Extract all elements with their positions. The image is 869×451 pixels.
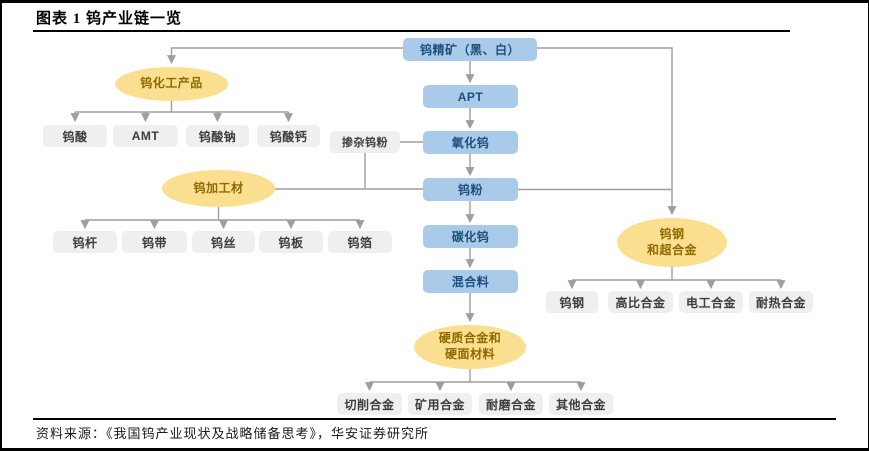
node-other-alloy: 其他合金 <box>549 393 613 415</box>
node-wear-resistant-alloy: 耐磨合金 <box>479 393 543 415</box>
node-high-density-alloy: 高比合金 <box>608 291 673 313</box>
node-tungsten-powder: 钨粉 <box>423 178 518 201</box>
node-cutting-alloy: 切削合金 <box>337 393 402 415</box>
group-tungsten-steel-superalloy: 钨钢 和超合金 <box>617 218 727 267</box>
node-tungsten-wire: 钨丝 <box>192 231 255 253</box>
figure-title: 图表 1 钨产业链一览 <box>36 11 183 27</box>
title-underline <box>33 30 790 32</box>
group-label-line1: 硬质合金和 <box>438 331 502 346</box>
node-tungsten-foil: 钨箔 <box>328 231 392 253</box>
group-tungsten-processed-materials: 钨加工材 <box>162 170 275 207</box>
group-cemented-carbide: 硬质合金和 硬面材料 <box>414 325 526 369</box>
footer-divider <box>33 418 836 420</box>
node-electrical-alloy: 电工合金 <box>679 291 743 313</box>
node-tungsten-oxide: 氧化钨 <box>423 131 518 154</box>
group-tungsten-chemical-products: 钨化工产品 <box>115 67 228 101</box>
node-calcium-tungstate: 钨酸钙 <box>257 125 320 147</box>
frame-border-bottom <box>0 448 869 451</box>
node-apt: APT <box>423 85 518 108</box>
node-doped-tungsten-powder: 掺杂钨粉 <box>330 131 400 153</box>
edge-concentrate-steel <box>537 47 677 216</box>
node-mixed-material: 混合料 <box>423 270 518 293</box>
node-tungsten-rod: 钨杆 <box>53 231 117 253</box>
node-mining-alloy: 矿用合金 <box>408 393 472 415</box>
node-tungsten-strip: 钨带 <box>122 231 187 253</box>
group-label-line1: 钨钢 <box>659 226 685 241</box>
frame-border-left <box>0 0 2 451</box>
node-heat-resistant-alloy: 耐热合金 <box>749 291 813 313</box>
node-tungsten-steel: 钨钢 <box>546 291 598 313</box>
edge-concentrate-chemicals <box>167 47 403 65</box>
node-amt: AMT <box>113 125 178 147</box>
node-tungstic-acid: 钨酸 <box>43 125 107 147</box>
group-label-line2: 和超合金 <box>646 242 697 257</box>
group-label-line2: 硬面材料 <box>444 347 495 361</box>
frame-border-top <box>0 0 869 3</box>
node-tungsten-carbide: 碳化钨 <box>423 225 518 248</box>
source-note: 资料来源：《我国钨产业现状及战略储备思考》，华安证券研究所 <box>36 426 430 441</box>
node-tungsten-plate: 钨板 <box>259 231 323 253</box>
group-label: 钨加工材 <box>193 180 244 195</box>
node-sodium-tungstate: 钨酸钠 <box>186 125 249 147</box>
node-tungsten-concentrate: 钨精矿（黑、白） <box>403 38 537 61</box>
group-label: 钨化工产品 <box>140 76 203 91</box>
